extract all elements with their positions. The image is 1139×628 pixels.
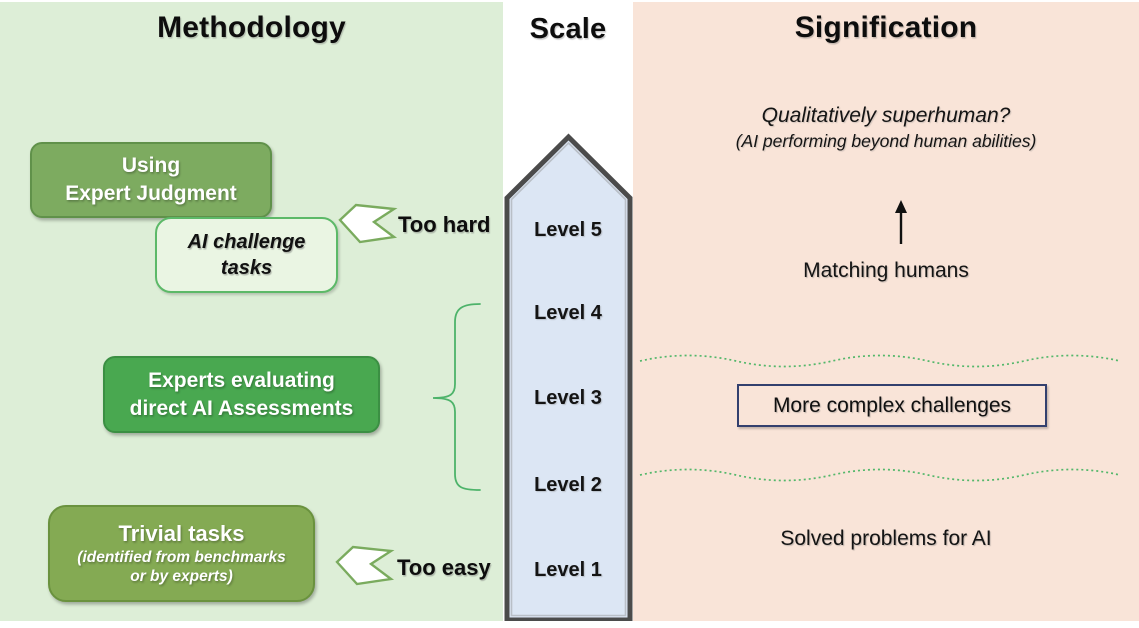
- using-expert-judgment-box: Using Expert Judgment: [30, 142, 272, 218]
- using-box-line2: Expert Judgment: [65, 182, 237, 205]
- too-hard-left-arrow-icon: [338, 203, 398, 244]
- curly-brace-icon: [432, 303, 481, 491]
- using-box-line1: Using: [121, 154, 181, 178]
- scale-title: Scale: [529, 13, 607, 45]
- scale-level-4: Level 4: [534, 302, 602, 324]
- matching-humans-label: Matching humans: [803, 259, 969, 282]
- too-easy-left-arrow-icon: [335, 545, 395, 586]
- wavy-divider-bottom: [639, 468, 1121, 482]
- signification-panel: [633, 2, 1139, 621]
- more-complex-challenges-box: More complex challenges: [737, 384, 1047, 427]
- signification-title: Signification: [794, 11, 978, 44]
- superhuman-line1: Qualitatively superhuman?: [761, 104, 1011, 127]
- superhuman-line2: (AI performing beyond human abilities): [735, 131, 1037, 151]
- trivial-box-line2: (identified from benchmarks: [77, 548, 286, 566]
- experts-evaluating-box: Experts evaluating direct AI Assessments: [103, 356, 380, 433]
- scale-level-3: Level 3: [534, 387, 602, 409]
- scale-level-5: Level 5: [534, 219, 602, 241]
- methodology-title: Methodology: [157, 11, 346, 44]
- up-arrow-icon: [895, 200, 907, 244]
- scale-level-1: Level 1: [534, 559, 602, 581]
- challenge-box-line1: AI challenge: [187, 230, 306, 253]
- too-hard-label: Too hard: [398, 212, 491, 237]
- experts-box-line1: Experts evaluating: [148, 368, 335, 392]
- scale-arrow-shape: [504, 133, 633, 623]
- more-complex-challenges-label: More complex challenges: [772, 393, 1012, 417]
- scale-level-2: Level 2: [534, 474, 602, 496]
- challenge-box-line2: tasks: [220, 257, 273, 279]
- bottom-margin: [0, 621, 1139, 628]
- too-easy-label: Too easy: [397, 555, 491, 580]
- trivial-box-line1: Trivial tasks: [118, 521, 245, 547]
- solved-problems-label: Solved problems for AI: [780, 527, 992, 550]
- wavy-divider-top: [639, 354, 1121, 368]
- trivial-box-line3: or by experts): [130, 568, 233, 586]
- trivial-tasks-box: Trivial tasks (identified from benchmark…: [48, 505, 315, 602]
- ai-challenge-tasks-box: AI challenge tasks: [155, 217, 338, 293]
- experts-box-line2: direct AI Assessments: [129, 396, 354, 420]
